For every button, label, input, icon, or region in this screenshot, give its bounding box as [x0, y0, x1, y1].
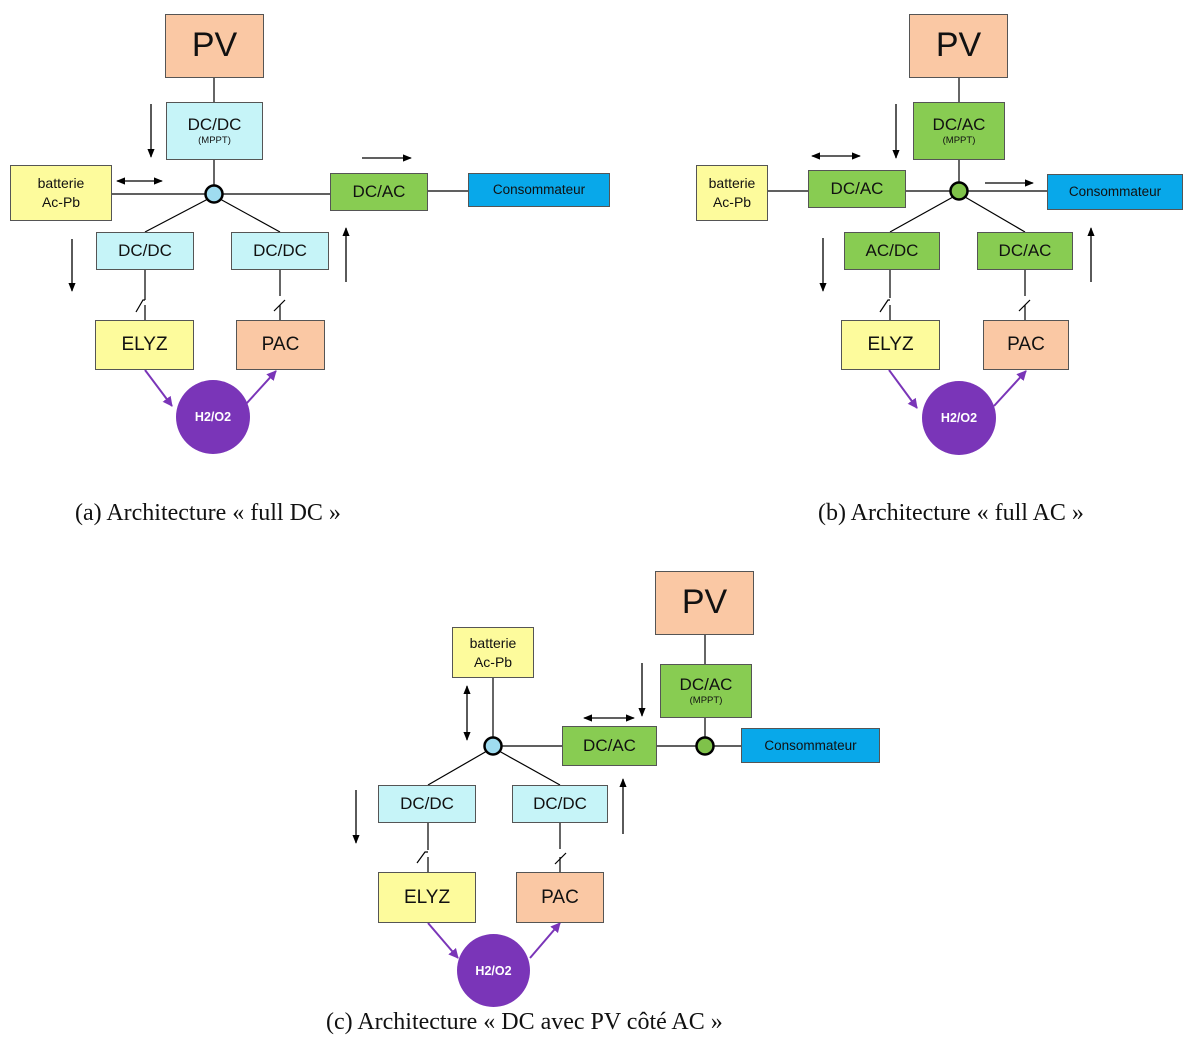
- mppt-note: (MPPT): [689, 695, 723, 707]
- diagram-c-flow-arrows: [352, 663, 646, 844]
- battery-label-line2: Ac-Pb: [41, 194, 81, 210]
- battery-label-line2: Ac-Pb: [712, 194, 752, 210]
- h2-o2-storage-a: H2/O2: [176, 380, 250, 454]
- battery-label-line2: Ac-Pb: [473, 653, 513, 670]
- mppt-note: (MPPT): [198, 135, 231, 147]
- pac-converter-c: DC/DC: [512, 785, 608, 823]
- battery-label-line1: batterie: [469, 634, 517, 651]
- pac-converter-a: DC/DC: [231, 232, 329, 270]
- pv-converter-label: DC/AC: [932, 114, 986, 134]
- battery-label-line1: batterie: [37, 175, 85, 192]
- consumer-c: Consommateur: [741, 728, 880, 763]
- pv-converter-c: DC/AC (MPPT): [660, 664, 752, 718]
- ac-bus-node-b: [949, 181, 969, 201]
- pv-converter-b: DC/AC (MPPT): [913, 102, 1005, 160]
- diagram-b-flow-arrows: [811, 104, 1095, 292]
- diagram-c-gas-flow: [427, 922, 561, 959]
- diagram-a-flow-arrows: [68, 104, 412, 292]
- h2-o2-storage-b: H2/O2: [922, 381, 996, 455]
- load-converter-a: DC/AC: [330, 173, 428, 211]
- elyz-converter-c: DC/DC: [378, 785, 476, 823]
- pv-converter-label: DC/DC: [187, 114, 242, 134]
- bus-converter-c: DC/AC: [562, 726, 657, 766]
- electrolyzer-c: ELYZ: [378, 872, 476, 923]
- pv-converter-a: DC/DC (MPPT): [166, 102, 263, 160]
- consumer-a: Consommateur: [468, 173, 610, 207]
- caption-c: (c) Architecture « DC avec PV côté AC »: [326, 1009, 723, 1035]
- dc-bus-node-c: [483, 736, 503, 756]
- battery-label-line1: batterie: [708, 175, 756, 192]
- diagram-a-gas-flow: [144, 369, 277, 407]
- electrolyzer-b: ELYZ: [841, 320, 940, 370]
- diagram-b-wiring: [768, 78, 1047, 320]
- diagram-a-wiring: [112, 78, 468, 320]
- elyz-converter-b: AC/DC: [844, 232, 940, 270]
- pv-panel-c: PV: [655, 571, 754, 635]
- pv-panel-a: PV: [165, 14, 264, 78]
- fuel-cell-a: PAC: [236, 320, 325, 370]
- battery-b: batterie Ac-Pb: [696, 165, 768, 221]
- caption-b: (b) Architecture « full AC »: [818, 500, 1084, 526]
- caption-a: (a) Architecture « full DC »: [75, 500, 341, 526]
- pv-panel-b: PV: [909, 14, 1008, 78]
- battery-c: batterie Ac-Pb: [452, 627, 534, 678]
- fuel-cell-b: PAC: [983, 320, 1069, 370]
- battery-a: batterie Ac-Pb: [10, 165, 112, 221]
- h2-o2-storage-c: H2/O2: [457, 934, 530, 1007]
- battery-converter-b: DC/AC: [808, 170, 906, 208]
- mppt-note: (MPPT): [942, 135, 976, 147]
- electrolyzer-a: ELYZ: [95, 320, 194, 370]
- diagram-b-gas-flow: [888, 369, 1027, 409]
- dc-bus-node-a: [204, 184, 224, 204]
- fuel-cell-c: PAC: [516, 872, 604, 923]
- pv-converter-label: DC/AC: [679, 674, 733, 694]
- pac-converter-b: DC/AC: [977, 232, 1073, 270]
- diagram-c-wiring: [416, 635, 741, 872]
- consumer-b: Consommateur: [1047, 174, 1183, 210]
- ac-bus-node-c: [695, 736, 715, 756]
- elyz-converter-a: DC/DC: [96, 232, 194, 270]
